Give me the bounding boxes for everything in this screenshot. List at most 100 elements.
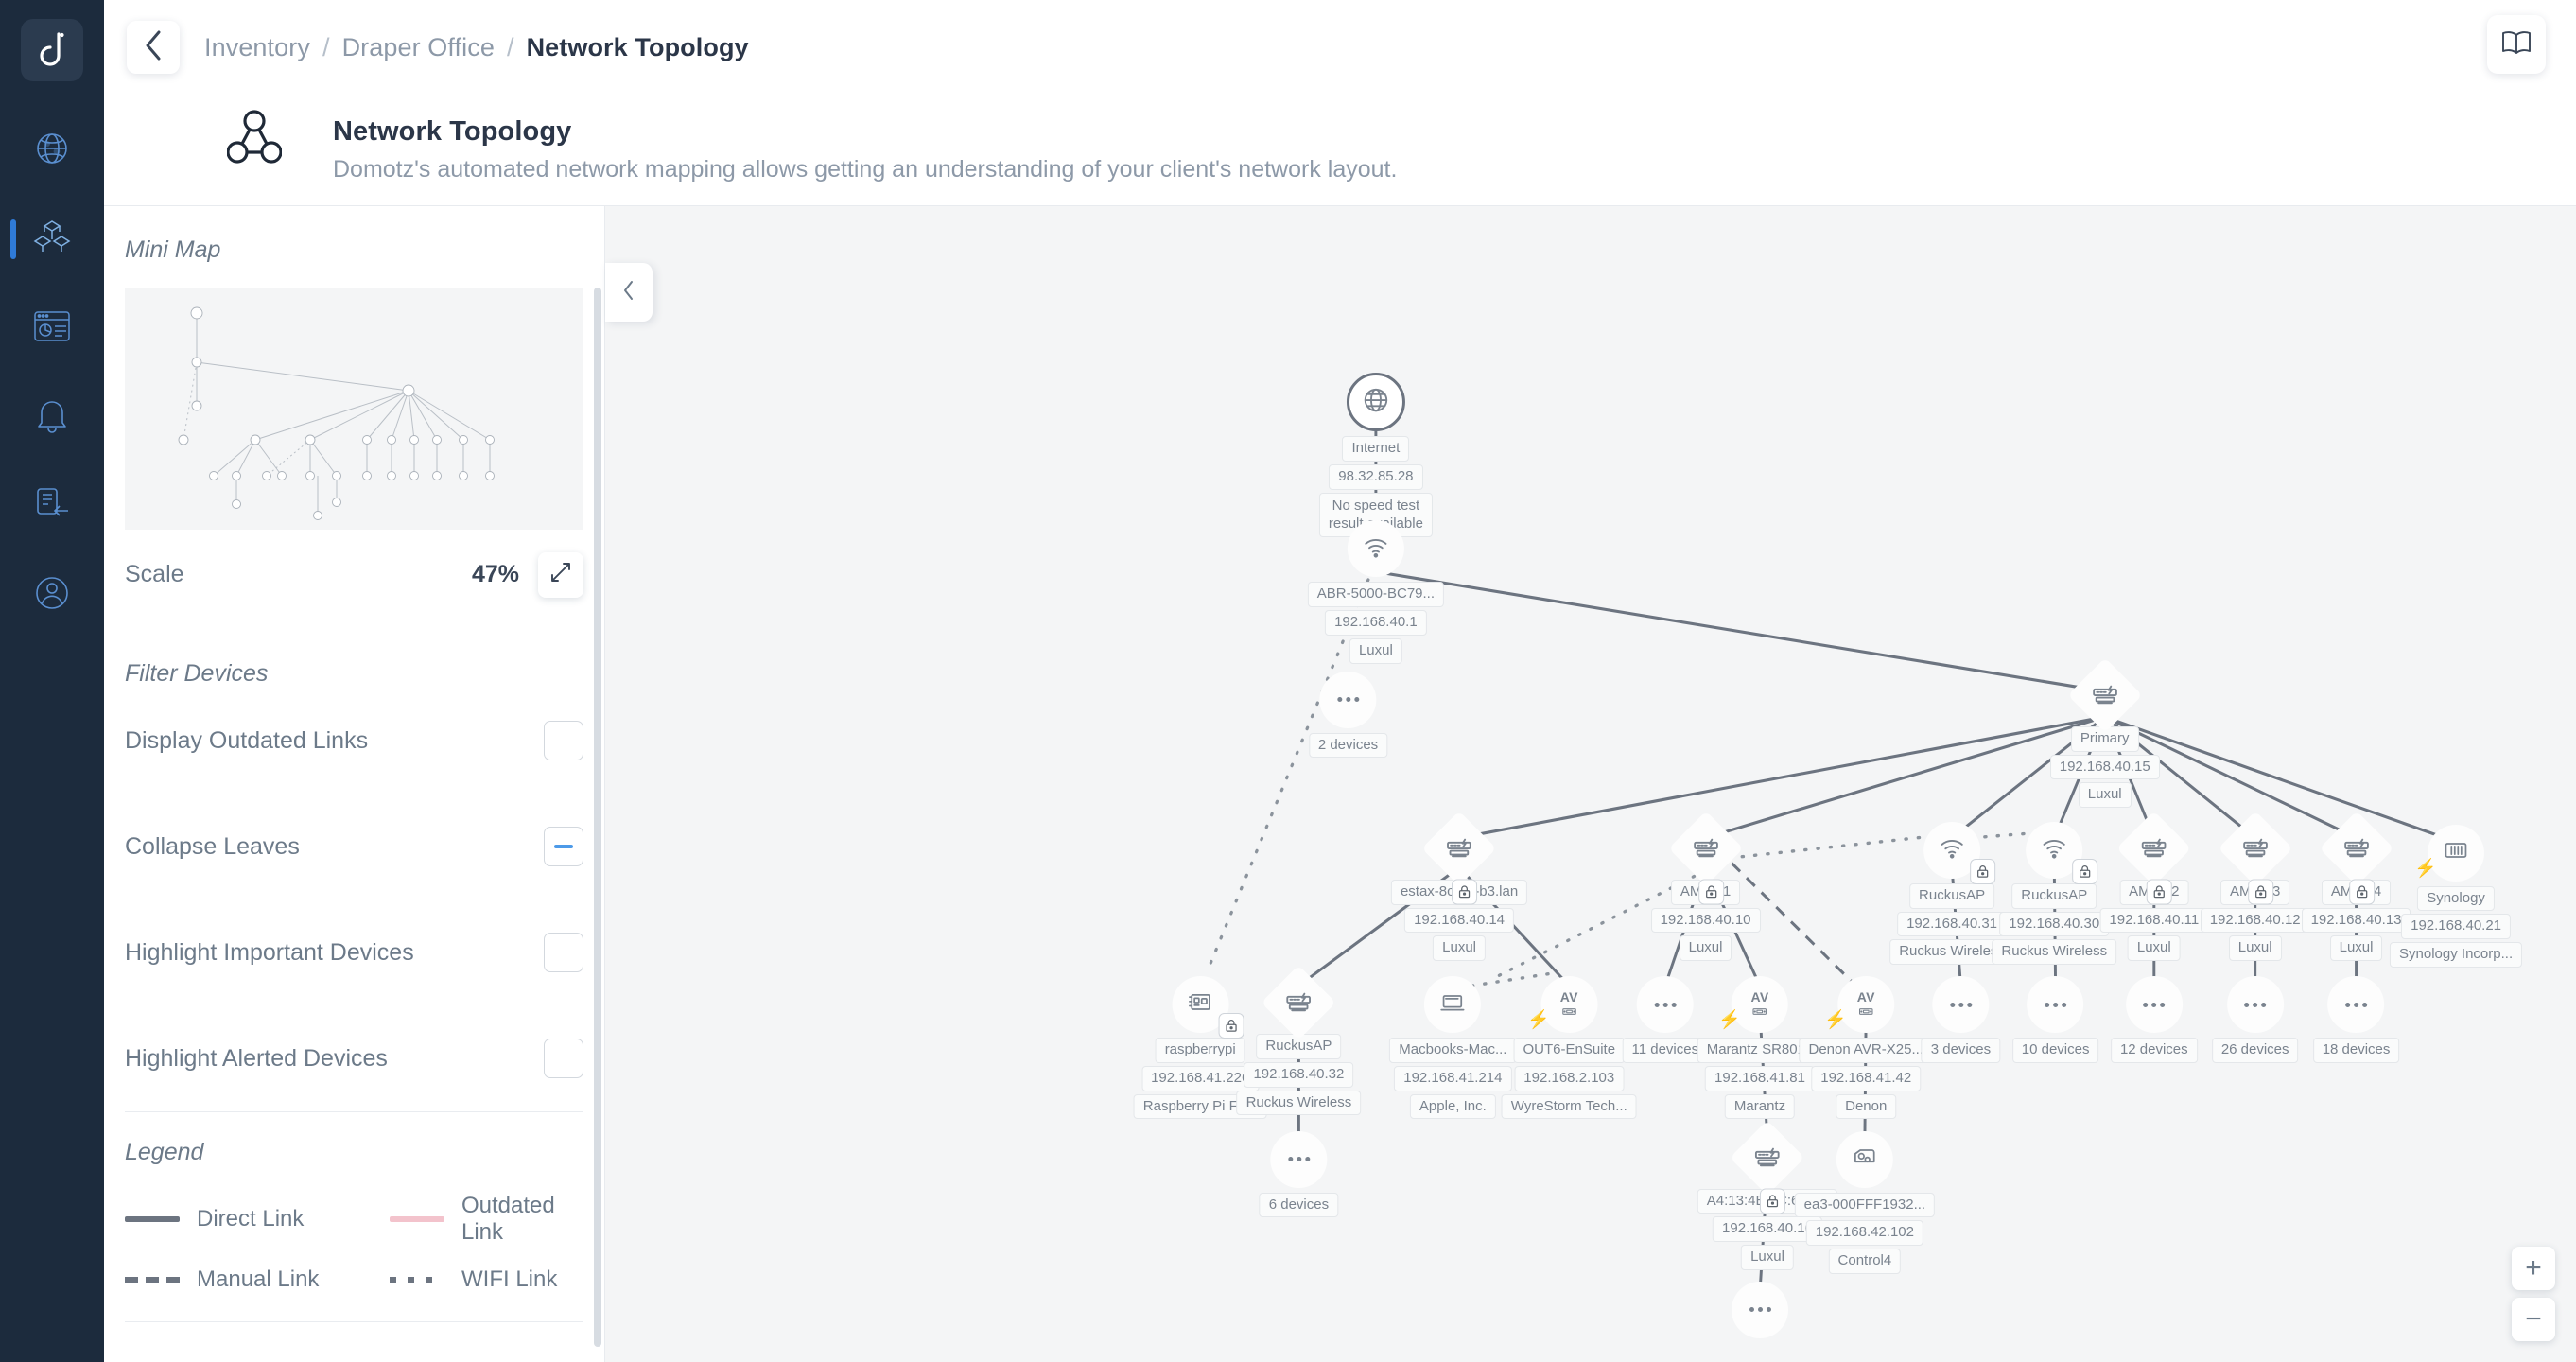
node-badge[interactable] <box>2318 811 2394 905</box>
switch-icon <box>2140 834 2168 863</box>
topology-node-cluster2[interactable]: 2 devices <box>1308 671 1388 759</box>
node-badge[interactable] <box>1836 1130 1893 1188</box>
node-badge[interactable] <box>1261 965 1337 1040</box>
node-badge[interactable] <box>1172 976 1244 1039</box>
node-labels: 3 devices <box>1921 1038 2001 1063</box>
panel-scrollbar[interactable] <box>594 288 601 1347</box>
node-badge[interactable] <box>1270 1130 1328 1188</box>
filter-label: Highlight Important Devices <box>125 938 414 966</box>
sidebar-item-devices[interactable] <box>0 462 104 550</box>
node-badge[interactable] <box>2067 657 2143 733</box>
sidebar-item-inventory[interactable] <box>0 195 104 284</box>
topology-node-cluster11[interactable]: 11 devices <box>1622 976 1709 1063</box>
node-badge[interactable]: AV⚡ <box>1527 976 1598 1034</box>
checkbox-display-outdated-links[interactable] <box>544 721 583 760</box>
node-badge[interactable] <box>1923 821 1996 884</box>
node-badge[interactable] <box>1667 811 1744 905</box>
zoom-out-button[interactable]: − <box>2512 1298 2555 1341</box>
switch-icon <box>1692 834 1720 863</box>
switch-icon <box>2342 834 2371 863</box>
checkbox-collapse-leaves[interactable] <box>544 827 583 866</box>
node-badge[interactable] <box>1732 1281 1788 1338</box>
node-badge[interactable] <box>2125 976 2183 1034</box>
filter-row-collapse-leaves[interactable]: Collapse Leaves <box>125 794 583 899</box>
ellipsis-icon <box>2143 1002 2166 1007</box>
node-badge[interactable] <box>2116 811 2192 905</box>
node-badge[interactable]: ⚡ <box>2414 824 2485 882</box>
back-button[interactable] <box>127 21 180 74</box>
node-label-2: Ruckus Wireless <box>1992 939 2117 966</box>
dashboard-report-icon <box>33 310 71 347</box>
node-badge[interactable] <box>2026 821 2098 884</box>
controller-icon <box>1852 1144 1878 1175</box>
checkbox-highlight-alerted-devices[interactable] <box>544 1039 583 1078</box>
filter-row-highlight-important-devices[interactable]: Highlight Important Devices <box>125 899 583 1005</box>
node-badge[interactable]: AV⚡ <box>1718 976 1788 1034</box>
node-label-2: Luxul <box>1349 637 1402 664</box>
ellipsis-icon <box>2345 1002 2368 1007</box>
sidebar-item-alerts[interactable] <box>0 373 104 462</box>
sidebar-item-network[interactable] <box>0 106 104 195</box>
node-badge[interactable] <box>2218 811 2293 905</box>
node-badge[interactable] <box>1730 1119 1805 1214</box>
sidebar-item-reports[interactable] <box>0 284 104 373</box>
node-label-0: 2 devices <box>1308 732 1388 759</box>
topology-node-cluster10[interactable]: 10 devices <box>2011 976 2099 1063</box>
mini-map[interactable] <box>125 288 583 530</box>
checkbox-highlight-important-devices[interactable] <box>544 933 583 972</box>
node-label-1: 192.168.40.21 <box>2401 914 2512 940</box>
breadcrumb-item-site[interactable]: Draper Office <box>341 32 495 61</box>
topology-node-cluster3[interactable]: 3 devices <box>1921 976 2001 1063</box>
content-body: Mini Map <box>104 206 2576 1362</box>
breadcrumb-item-inventory[interactable]: Inventory <box>204 32 310 61</box>
scale-row: Scale 47% <box>125 530 583 620</box>
node-label-2: Luxul <box>2078 782 2132 809</box>
topology-side-panel: Mini Map <box>104 206 605 1362</box>
topology-node-clusterbottom[interactable] <box>1732 1281 1788 1338</box>
topology-node-cluster6[interactable]: 6 devices <box>1259 1130 1339 1218</box>
topology-node-cluster12[interactable]: 12 devices <box>2110 976 2198 1063</box>
topology-node-cluster26[interactable]: 26 devices <box>2211 976 2299 1063</box>
node-badge[interactable] <box>1319 671 1377 728</box>
zoom-in-button[interactable]: + <box>2512 1247 2555 1290</box>
node-badge[interactable]: AV⚡ <box>1824 976 1895 1034</box>
node-badge[interactable] <box>2226 976 2284 1034</box>
node-label-0: RuckusAP <box>1909 882 1995 909</box>
node-badge[interactable] <box>2027 976 2084 1034</box>
node-badge[interactable] <box>1932 976 1990 1034</box>
node-badge[interactable] <box>1347 520 1404 578</box>
node-label-2: Luxul <box>2228 935 2282 962</box>
legend-label: Manual Link <box>197 1266 320 1292</box>
breadcrumb-separator: / <box>322 32 330 61</box>
collapse-panel-button[interactable] <box>605 263 653 322</box>
node-badge[interactable] <box>2327 976 2385 1034</box>
book-guide-button[interactable] <box>2487 15 2546 74</box>
node-badge[interactable] <box>1346 373 1405 432</box>
sidebar-item-account[interactable] <box>0 550 104 639</box>
node-badge[interactable] <box>1424 976 1482 1034</box>
domotz-logo-icon[interactable] <box>21 19 83 81</box>
filter-row-highlight-alerted-devices[interactable]: Highlight Alerted Devices <box>125 1005 583 1111</box>
node-badge[interactable] <box>1636 976 1694 1034</box>
node-badge[interactable] <box>1421 811 1497 905</box>
fit-to-screen-button[interactable] <box>538 551 583 598</box>
filter-row-display-outdated-links[interactable]: Display Outdated Links <box>125 688 583 794</box>
topology-node-cluster18[interactable]: 18 devices <box>2312 976 2400 1063</box>
